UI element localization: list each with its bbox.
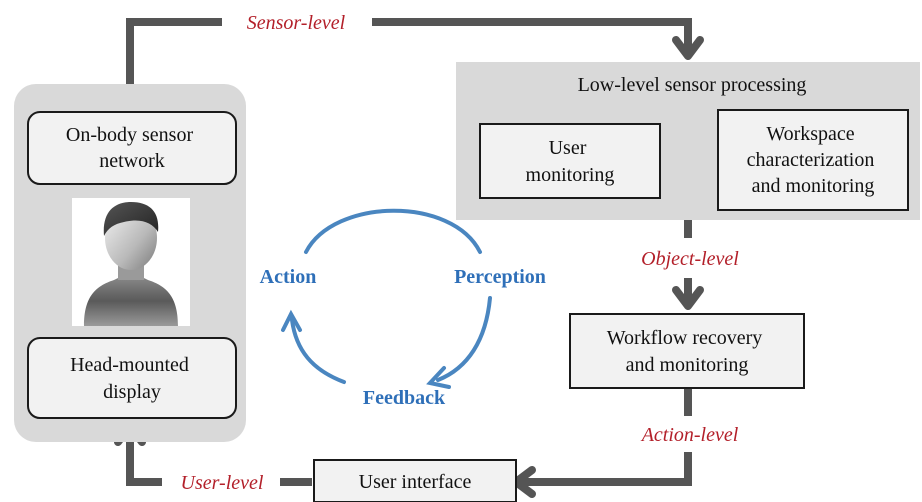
workspace-box [717,109,909,211]
action-level-line-bottom [522,452,692,486]
action-level-label: Action-level [640,424,739,446]
cycle-arrowhead-right [426,366,451,389]
on-body-sensor-line-1: On-body sensor [66,124,194,146]
user-avatar-icon [72,198,190,326]
head-mounted-display-box [27,337,237,419]
sensor-level-line-2 [372,18,692,50]
sensor-level-line [126,18,222,84]
svg-text:Workflow recovery and moni: Workflow recovery and monitoring [607,327,768,376]
cycle-arcs [281,208,492,389]
arrowhead-down-processing [672,36,704,60]
sensor-level-label: Sensor-level [247,12,346,34]
workspace-line-3: and monitoring [752,175,875,197]
svg-text:On-body sensor network: On-body sensor network [66,124,198,172]
workspace-line-2: characterization [747,149,875,171]
svg-text:User monitoring: User monitoring [526,137,615,186]
cycle-arc-left [290,318,346,384]
user-interface-label: User interface [359,471,472,493]
svg-text:Workspace characterization: Workspace characterization and monitorin… [747,123,880,197]
cycle-action-label: Action [260,266,317,288]
user-level-line-left [126,432,162,486]
workspace-line-1: Workspace [766,123,854,145]
head-mounted-line-2: display [103,381,161,403]
object-level-label: Object-level [641,248,739,270]
user-interface-box [313,459,517,502]
workflow-line-2: and monitoring [626,354,749,376]
on-body-sensor-box [27,111,237,185]
on-body-sensor-line-2: network [99,150,165,172]
cycle-feedback-label: Feedback [363,387,446,409]
sensor-processing-title: Low-level sensor processing [578,74,807,96]
arrowhead-down-workflow [672,286,704,310]
workflow-box [569,313,805,389]
cycle-arrowhead-left [281,309,302,332]
user-level-label: User-level [181,472,264,494]
cycle-perception-label: Perception [454,266,546,288]
cycle-arc-right [436,296,492,382]
cycle-arc-top [304,208,482,254]
svg-text:Head-mounted display: Head-mounted display [70,354,194,403]
head-mounted-line-1: Head-mounted [70,354,189,376]
workflow-line-1: Workflow recovery [607,327,763,349]
user-monitoring-box [479,123,661,199]
user-monitoring-line-1: User [549,137,587,159]
user-monitoring-line-2: monitoring [526,164,615,186]
